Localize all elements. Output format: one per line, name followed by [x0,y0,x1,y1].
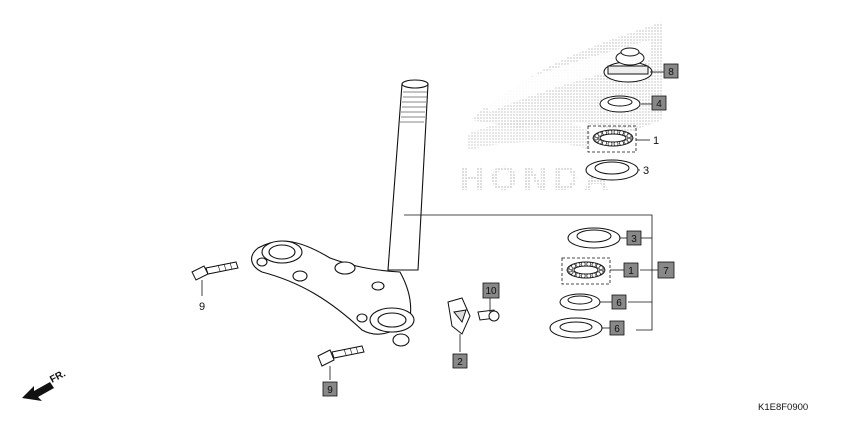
race-3-lower [567,227,621,249]
callout-4-label: 4 [656,99,662,110]
callout-3-upper-label: 3 [643,165,649,177]
callout-2: 2 [452,353,468,369]
callout-7: 7 [657,261,675,279]
callout-2-label: 2 [457,357,463,368]
callout-6-upper-label: 6 [616,298,622,309]
steel-ball [586,261,592,267]
callout-9-bottom-label: 9 [327,385,333,396]
steel-ball [571,263,577,269]
steering-stem-nut-8 [603,47,653,83]
steel-ball [602,130,607,136]
steel-ball [591,272,597,278]
steel-ball [575,262,581,268]
dust-seal-6-lower [549,317,603,339]
bolt-9-bottom [317,345,365,367]
diagram-code: K1E8F0900 [758,402,808,413]
steel-ball [591,262,597,268]
watermark-text: HONDA [460,160,615,198]
steel-ball [598,265,604,271]
callout-3-lower-label: 3 [631,234,637,245]
callout-1-upper: 1 [653,135,659,147]
callout-6-lower-label: 6 [614,324,620,335]
steel-ball [607,129,613,135]
leader-lines [201,71,664,380]
callout-9-bottom: 9 [322,381,338,397]
callout-10-label: 10 [485,286,497,297]
steel-ball [623,139,629,145]
steel-ball [613,129,619,135]
steel-ball [619,140,624,146]
steel-ball-ring-1-lower [566,261,606,279]
steering-stem [387,79,429,271]
direction-label: FR. [48,368,68,385]
dust-seal-6 [559,293,601,311]
steel-ball [607,141,613,147]
steel-ball [626,133,632,139]
callout-6-upper: 6 [611,294,627,310]
callout-7-label: 7 [663,266,669,277]
callout-9-left: 9 [199,301,205,313]
race-3-upper [585,159,639,181]
steel-ball [597,131,603,137]
callout-1-lower-label: 1 [628,266,634,277]
callout-3-upper: 3 [643,165,649,177]
callout-3-lower: 3 [626,230,642,246]
callout-9-left-label: 9 [199,301,205,313]
callout-1-upper-label: 1 [653,135,659,147]
steel-ball [619,130,624,136]
callout-10: 10 [482,282,500,299]
steel-ball [580,261,586,267]
front-direction-arrow-icon: FR. [22,368,68,401]
steel-ball [586,273,592,279]
callout-6-lower: 6 [609,320,625,336]
callout-8-label: 8 [668,67,674,78]
steel-ball-ring-1-upper [592,129,634,147]
steel-ball [602,140,607,146]
callout-4: 4 [651,95,667,111]
callout-8: 8 [663,63,679,79]
steel-ball [575,272,581,278]
bottom-bridge [251,240,415,347]
steel-ball [595,271,601,277]
dust-seal-4 [599,95,641,113]
steel-ball [613,141,619,147]
bolt-9-left [191,261,239,281]
callout-1-lower: 1 [623,262,639,278]
bolt-10 [477,309,500,322]
hose-clip-2 [447,297,471,335]
steel-ball [580,273,586,279]
